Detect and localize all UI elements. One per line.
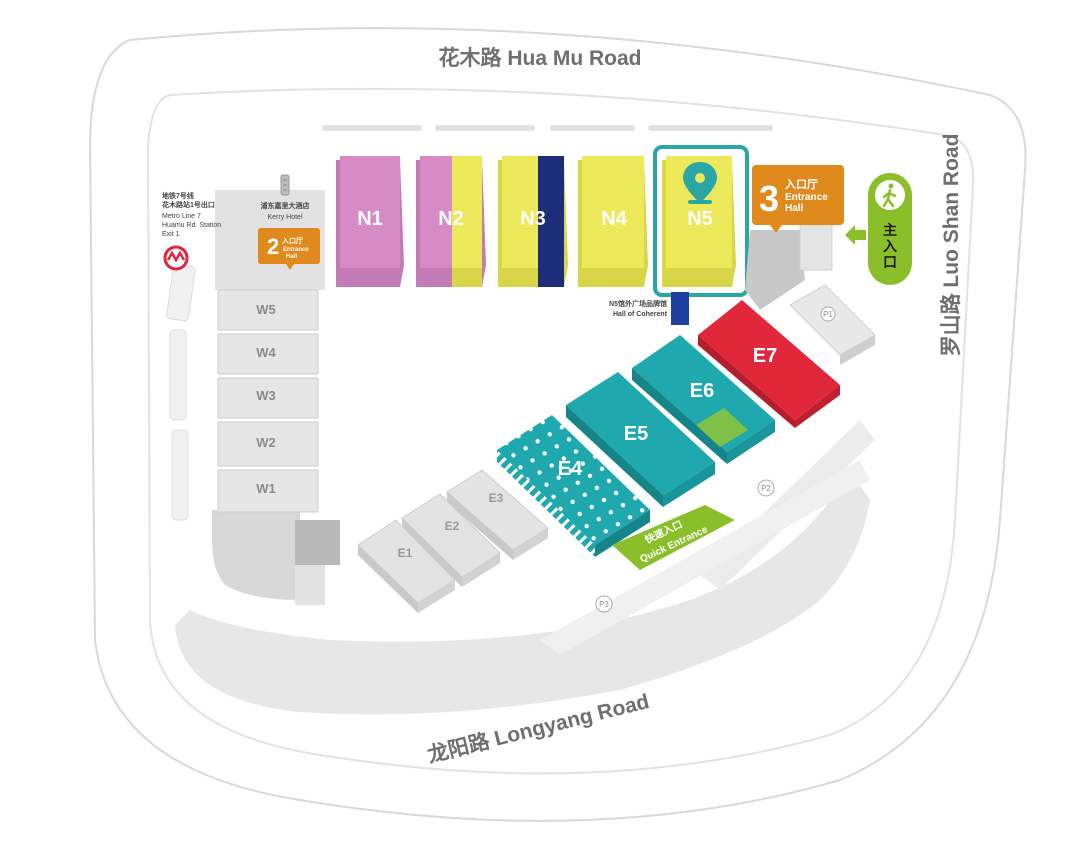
parking-P3[interactable]: P3 [595,595,613,613]
svg-text:E6: E6 [690,380,714,402]
svg-text:Hall: Hall [286,254,297,260]
hall-N1[interactable]: N1 [336,156,404,287]
walking-person-icon [882,183,897,208]
svg-text:W2: W2 [256,435,276,450]
hall-W3[interactable]: W3 [217,377,319,419]
left-strips [166,263,196,521]
south-ramp [540,460,870,655]
road-label-east: 罗山路 Luo Shan Road [939,134,963,357]
svg-text:3: 3 [759,178,779,219]
outer-road-outline [88,27,1027,822]
hall-E5[interactable]: E5 [566,372,715,507]
kerry-hotel-icon [280,174,290,196]
metro-sign: 地铁7号线 花木路站1号出口 Metro Line 7 Huamu Rd. St… [162,191,221,238]
svg-text:Exit 1: Exit 1 [162,231,180,238]
svg-text:E7: E7 [753,345,777,367]
svg-text:N1: N1 [357,208,383,230]
n5-highlight-frame [653,145,749,297]
west-gray-block [295,565,325,605]
svg-text:口: 口 [883,254,897,270]
svg-text:Huamu Rd. Station: Huamu Rd. Station [162,222,221,229]
hall-W5[interactable]: W5 [217,289,319,331]
svg-text:Entrance: Entrance [283,247,309,253]
entrance-3-building [745,230,805,310]
main-entrance[interactable]: 主 入 口 [868,173,912,285]
svg-text:Metro Line 7: Metro Line 7 [162,213,201,220]
hall-W2[interactable]: W2 [217,421,319,467]
svg-text:入: 入 [883,238,897,254]
metro-icon [163,245,189,271]
location-pin-icon [683,162,717,204]
west-dark-block [295,520,340,565]
svg-text:E1: E1 [398,546,413,560]
svg-text:N3: N3 [520,208,546,230]
bottom-plaza [175,470,870,715]
inner-road-outline [146,87,975,775]
svg-text:地铁7号线: 地铁7号线 [162,191,194,200]
entrance-hall-3[interactable]: 3 入口厅 Entrance Hall [752,165,844,233]
svg-text:W5: W5 [256,302,276,317]
hall-N2[interactable]: N2 [416,156,486,287]
svg-text:花木路站1号出口: 花木路站1号出口 [162,200,215,209]
svg-text:Entrance: Entrance [785,192,828,203]
svg-text:E2: E2 [445,519,460,533]
svg-text:N2: N2 [438,208,464,230]
hotel-label-cn: 浦东嘉里大酒店 [261,201,310,210]
hall-N4[interactable]: N4 [578,156,648,287]
svg-text:P1: P1 [823,310,833,319]
west-curve-base [212,510,300,600]
parking-P1[interactable]: P1 [789,284,876,365]
hall-E2[interactable]: E2 [401,493,501,587]
hall-N5[interactable]: N5 [662,156,736,287]
svg-text:E5: E5 [624,423,648,445]
svg-text:Hall: Hall [785,203,804,214]
main-entrance-arrow-icon [845,225,866,245]
entrance-3-annex [799,224,833,271]
road-label-north: 花木路 Hua Mu Road [439,46,642,70]
hall-N3[interactable]: N3 [498,156,568,287]
coherent-pavilion [671,292,689,325]
svg-text:N5: N5 [687,208,713,230]
svg-text:W4: W4 [256,345,276,360]
svg-text:N4: N4 [601,208,627,230]
hall-E7[interactable]: E7 [698,300,840,428]
hall-E4[interactable]: E4 [497,415,650,557]
hall-E6[interactable]: E6 [632,335,775,464]
hall-W1[interactable]: W1 [217,469,319,513]
svg-text:入口厅: 入口厅 [785,178,818,191]
coherent-label-en: Hall of Coherent [613,311,668,318]
svg-text:主: 主 [883,222,897,238]
entrance-hall-2[interactable]: 2 入口厅 Entrance Hall [258,228,320,270]
hall-W4[interactable]: W4 [217,333,319,375]
svg-text:2: 2 [267,234,279,259]
svg-text:W1: W1 [256,481,276,496]
walkway-marks [322,125,773,131]
svg-text:E3: E3 [489,491,504,505]
svg-text:W3: W3 [256,388,276,403]
hall-E1[interactable]: E1 [357,519,456,613]
parking-P2[interactable]: P2 [757,479,775,497]
svg-text:P3: P3 [599,600,609,609]
svg-text:P2: P2 [761,484,771,493]
svg-text:入口厅: 入口厅 [281,237,303,245]
svg-text:E4: E4 [558,458,583,480]
hall-E3[interactable]: E3 [446,469,549,560]
hotel-label-en: Kerry Hotel [267,214,302,221]
coherent-label-cn: N5馆外广场品牌馆 [609,299,667,308]
